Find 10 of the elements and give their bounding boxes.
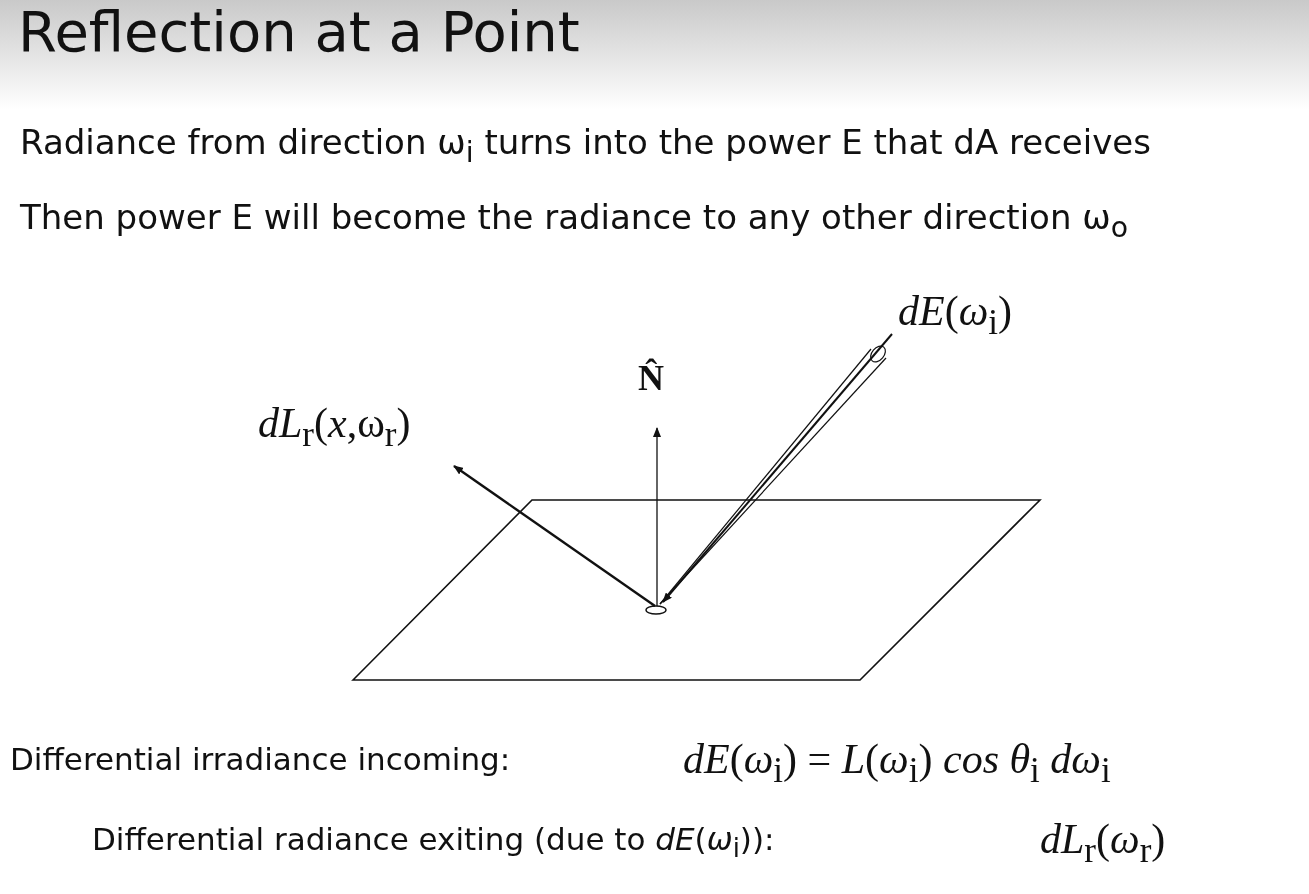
description-text: Differential radiance exiting (due to dE(ω$_{i}$)):: [92, 824, 775, 862]
math-label: dL$_{r}$(x,ω$_{r}$): [258, 402, 411, 453]
normal-label: N̂: [638, 360, 664, 396]
formula-text: dL$_{r}$(ω$_{r}$): [1040, 818, 1166, 869]
statement-text: Radiance from direction ω$_{i}$ turns into the power E that dA receives: [20, 125, 1151, 168]
math-label: dE(ω$_{i}$): [898, 290, 1013, 341]
slide-title: Reflection at a Point: [18, 4, 580, 60]
formula-text: dE(ω$_{i}$) = L(ω$_{i}$) cos θ$_{i}$ dω$_{i}$: [683, 738, 1111, 789]
statement-text: Then power E will become the radiance to any other direction ω$_{o}$: [20, 200, 1129, 243]
description-text: Differential irradiance incoming:: [10, 744, 511, 775]
